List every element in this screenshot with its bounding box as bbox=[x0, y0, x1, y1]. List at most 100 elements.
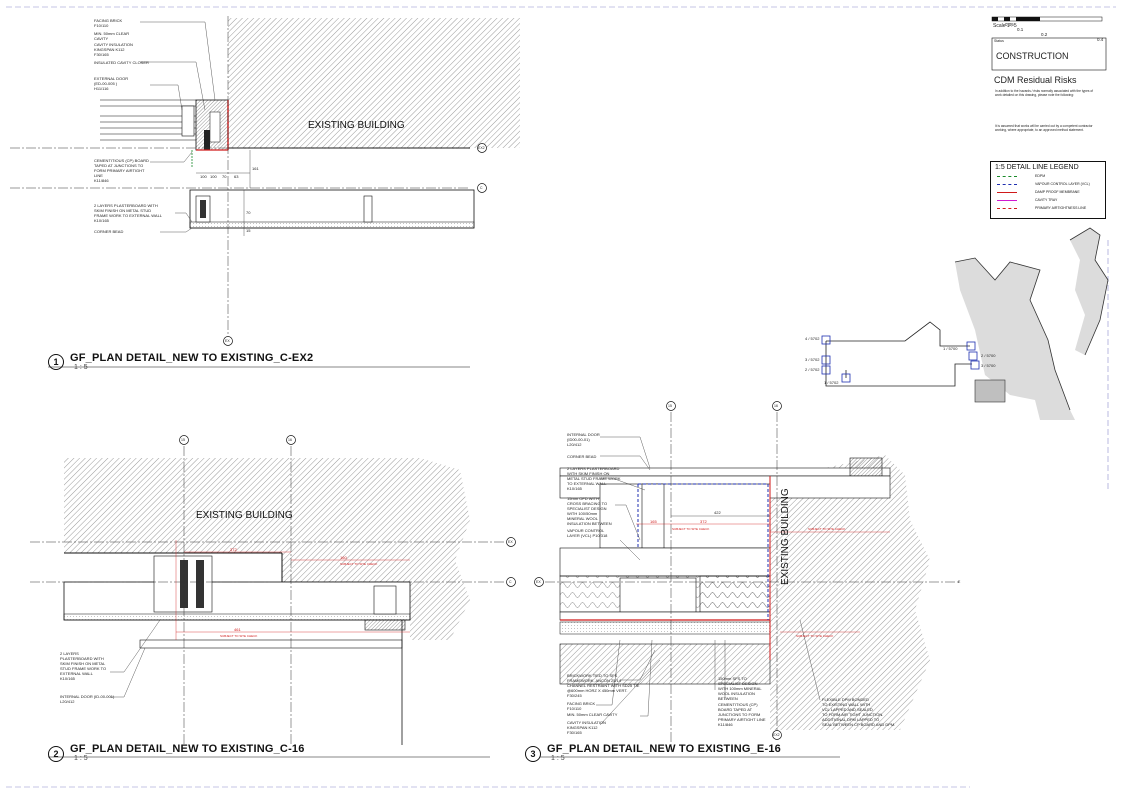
v2-label-internal-door: INTERNAL DOOR (ID-00-001) L20/412 bbox=[60, 694, 115, 704]
v3-label-cp-board: CEMENTITIOUS (CP) BOARD TAPED AT JUNCTIO… bbox=[718, 702, 766, 727]
scale-tick-4: 0.4 bbox=[1097, 37, 1104, 42]
scale-bar-ticks: 0 0.05 0.1 0.2 0.4 bbox=[993, 12, 1105, 42]
v1-label-cavity-insulation: CAVITY INSULATION KINGSPAN K112 F30/165 bbox=[94, 42, 133, 57]
v1-dim-6: 70 bbox=[246, 210, 251, 215]
v3-label-ofd: 15mm OFD WITH CROSS BRACING TO SPECIALIS… bbox=[567, 496, 612, 526]
v1-dim-3: 70 bbox=[222, 174, 227, 179]
view-2-scale: 1 : 5 bbox=[74, 755, 88, 762]
existing-building-label-1: EXISTING BUILDING bbox=[308, 120, 405, 131]
key-tag-2-5702[interactable]: 2 / 5702 bbox=[805, 367, 820, 372]
cdm-text-2: It is assumed that works will be carried… bbox=[995, 124, 1093, 132]
legend-label-dpm: DAMP PROOF MEMBRANE bbox=[1035, 190, 1080, 194]
v2-dim-2: 160 bbox=[340, 555, 347, 560]
legend-title: 1:5 DETAIL LINE LEGEND bbox=[995, 164, 1079, 171]
view-3-detail bbox=[534, 401, 960, 758]
v1-grid-ex2: EX2 bbox=[478, 146, 485, 150]
v3-label-corner-bead: CORNER BEAD bbox=[567, 454, 597, 459]
v1-label-corner-bead: CORNER BEAD bbox=[94, 229, 124, 234]
v1-label-cp-board: CEMENTITIOUS (CP) BOARD TAPED AT JUNCTIO… bbox=[94, 158, 149, 183]
view-2-number: 2 bbox=[48, 746, 64, 762]
v3-dim-3: 372 bbox=[700, 519, 707, 524]
scale-tick-0: 0 bbox=[993, 17, 996, 22]
view-1-number: 1 bbox=[48, 354, 64, 370]
status-value: CONSTRUCTION bbox=[996, 51, 1069, 61]
v1-dim-1: 100 bbox=[200, 174, 207, 179]
key-tag-4-5702[interactable]: 4 / 5702 bbox=[805, 336, 820, 341]
grid-bubble-ex2-v1 bbox=[477, 143, 487, 153]
v2-label-plasterboard: 2 LAYERS PLASTERBOARD WITH SKIM FINISH O… bbox=[60, 651, 107, 681]
existing-building-hatch-3 bbox=[770, 455, 930, 730]
legend-label-cavity-tray: CAVITY TRAY bbox=[1035, 198, 1058, 202]
existing-building-label-2: EXISTING BUILDING bbox=[196, 510, 293, 521]
v3-label-flexible-dpm: FLEXIBLE DPM BONDED TO EXISTING WALL WIT… bbox=[822, 697, 896, 727]
v1-dim-7: 15 bbox=[246, 228, 251, 233]
legend-row-edpm: EDPM bbox=[991, 173, 1105, 181]
v3-grid-ex: EX bbox=[536, 580, 541, 584]
v3-label-vcl: VAPOUR CONTROL LAYER (VCL) P10/318 bbox=[567, 528, 608, 538]
v1-label-cavity: MIN. 50mm CLEAR CAVITY bbox=[94, 31, 130, 41]
view-1-title: GF_PLAN DETAIL_NEW TO EXISTING_C-EX2 bbox=[70, 352, 314, 364]
key-tag-2-5700[interactable]: 2 / 5700 bbox=[981, 353, 996, 358]
legend-label-vcl: VAPOUR CONTROL LAYER (VCL) bbox=[1035, 182, 1090, 186]
existing-building-hatch-2 bbox=[64, 458, 470, 640]
v2-dim-1: 372 bbox=[230, 547, 237, 552]
v1-dim-4: 63 bbox=[234, 174, 239, 179]
view-2-title: GF_PLAN DETAIL_NEW TO EXISTING_C-16 bbox=[70, 743, 305, 755]
v3-dim-2: 165 bbox=[650, 519, 657, 524]
v1-grid-ex: EX bbox=[225, 339, 230, 343]
legend-label-edpm: EDPM bbox=[1035, 174, 1046, 178]
legend-row-vcl: VAPOUR CONTROL LAYER (VCL) bbox=[991, 181, 1105, 189]
legend-row-dpm: DAMP PROOF MEMBRANE bbox=[991, 189, 1105, 197]
key-tag-3-5700[interactable]: 3 / 5700 bbox=[981, 363, 996, 368]
status-label: Status bbox=[994, 39, 1004, 43]
v3-dim-5: SUBJECT TO SITE CHECK bbox=[808, 527, 846, 531]
grid-bubble-ex-v1 bbox=[223, 336, 233, 346]
v3-label-plasterboard: 2 LAYERS PLASTERBOARD WITH SKIM FINISH O… bbox=[567, 466, 621, 491]
key-tag-1-5700[interactable]: 1 / 5700 bbox=[943, 346, 958, 351]
v3-grid-16: 16 bbox=[774, 404, 778, 408]
v3-dim-6: SUBJECT TO SITE CHECK bbox=[796, 634, 834, 638]
v2-dim-4: SUBJECT TO SITE CHECK bbox=[340, 562, 378, 566]
existing-building-hatch-1 bbox=[228, 18, 520, 148]
legend-row-airtightness: PRIMARY AIRTIGHTNESS LINE bbox=[991, 205, 1105, 213]
key-plan-existing-mass bbox=[955, 258, 1075, 420]
scale-tick-2: 0.1 bbox=[1017, 27, 1024, 32]
v2-grid-c: C bbox=[509, 580, 512, 584]
v2-grid-ex: EX bbox=[508, 540, 513, 544]
view-3-title: GF_PLAN DETAIL_NEW TO EXISTING_E-16 bbox=[547, 743, 781, 755]
scale-tick-3: 0.2 bbox=[1041, 32, 1048, 37]
v3-label-brickwork-tie: BRICKWORK TIED TO SFS FRAMEWORK, ANCON 2… bbox=[567, 673, 640, 698]
grid-bubble-c-v1 bbox=[477, 183, 487, 193]
key-tag-1-5702[interactable]: 1 / 5702 bbox=[824, 380, 839, 385]
existing-building-label-3: EXISTING BUILDING bbox=[780, 488, 791, 585]
cdm-text-1: In addition to the hazards / risks norma… bbox=[995, 89, 1093, 97]
v2-grid-16: 16 bbox=[288, 438, 292, 442]
view-2-detail bbox=[30, 435, 516, 758]
scale-tick-1: 0.05 bbox=[1005, 22, 1014, 27]
v1-dim-5: 161 bbox=[252, 166, 259, 171]
legend-label-airtightness: PRIMARY AIRTIGHTNESS LINE bbox=[1035, 206, 1087, 210]
v3-grid-15: 15 bbox=[668, 404, 672, 408]
scale-text: Scale 1 : 5 bbox=[993, 23, 1017, 29]
v3-dim-4: SUBJECT TO SITE CHECK bbox=[672, 527, 710, 531]
view-3-number: 3 bbox=[525, 746, 541, 762]
v3-label-cavity: MIN. 50mm CLEAR CAVITY bbox=[567, 712, 618, 717]
key-plan bbox=[821, 227, 1109, 420]
v2-grid-15: 15 bbox=[181, 438, 185, 442]
v2-dim-5: SUBJECT TO SITE CHECK bbox=[220, 634, 258, 638]
v1-label-cavity-closer: INSULATED CAVITY CLOSER bbox=[94, 60, 149, 65]
v1-label-external-door: EXTERNAL DOOR (ED-00-005 ) H11/116 bbox=[94, 76, 129, 91]
v3-label-cavity-insulation: CAVITY INSULATION KINGSPAN K112 F30/165 bbox=[567, 720, 606, 735]
v3-grid-ex2: EX2 bbox=[773, 733, 780, 737]
key-tag-3-5702[interactable]: 3 / 5702 bbox=[805, 357, 820, 362]
view-1-detail bbox=[10, 16, 520, 368]
v1-label-facing-brick: FACING BRICK F10/110 bbox=[94, 18, 123, 28]
v1-dim-2: 100 bbox=[210, 174, 217, 179]
v1-grid-c: C bbox=[480, 186, 483, 190]
v1-label-plasterboard: 2 LAYERS PLASTERBOARD WITH SKIM FINISH O… bbox=[94, 203, 163, 223]
view-1-scale: 1 : 5 bbox=[74, 364, 88, 371]
cdm-title: CDM Residual Risks bbox=[994, 75, 1077, 85]
v3-label-facing-brick: FACING BRICK F10/110 bbox=[567, 701, 596, 711]
v3-label-sfs: 150mm SFS TO SPECIALIST DESIGN WITH 100m… bbox=[718, 676, 762, 701]
